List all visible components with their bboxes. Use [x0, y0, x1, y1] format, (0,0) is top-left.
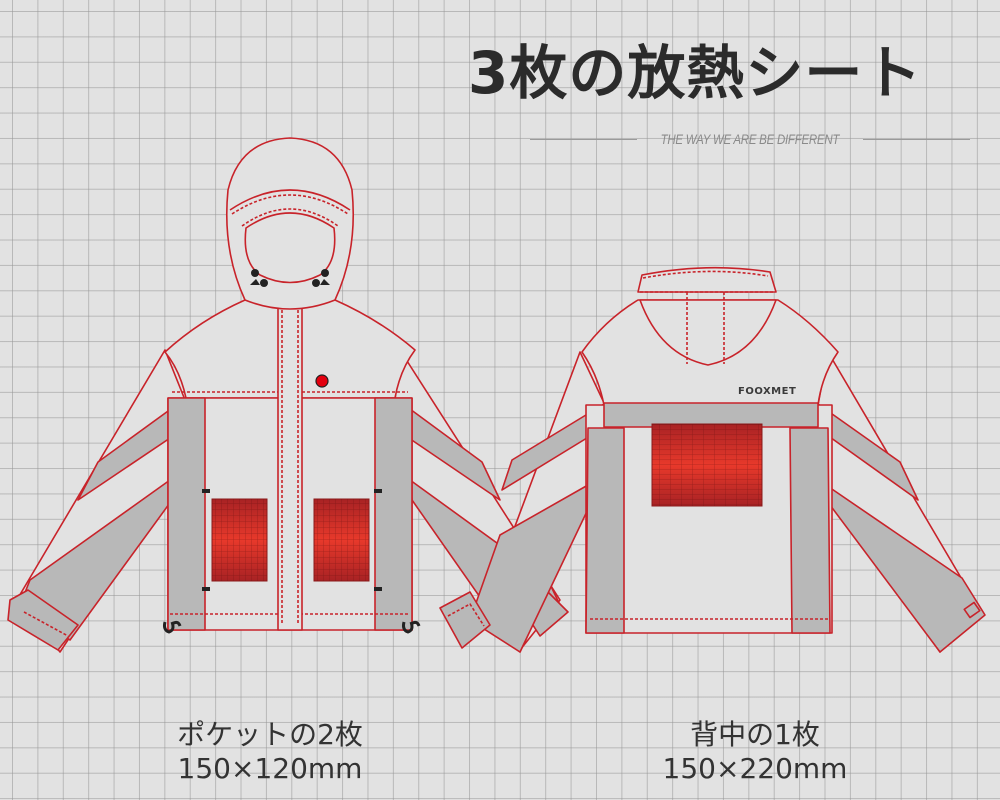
- front-jacket: [7, 137, 569, 653]
- front-caption-size: 150×120mm: [177, 752, 363, 785]
- back-hood: [639, 299, 777, 366]
- hood-toggles: [250, 269, 330, 287]
- subtitle-row: THE WAY WE ARE BE DIFFERENT: [530, 128, 970, 150]
- back-jacket: [439, 266, 986, 653]
- page-title: 3枚の放熱シート: [468, 39, 923, 107]
- subtitle: THE WAY WE ARE BE DIFFERENT: [660, 131, 840, 147]
- front-heat-pad-right: [313, 498, 370, 582]
- brand-label: FOOXMET: [738, 386, 796, 397]
- front-heat-pad-left: [211, 498, 268, 582]
- front-hood-opening: [244, 212, 336, 284]
- divider-left: [530, 138, 638, 140]
- back-caption-title: 背中の1枚: [690, 718, 820, 751]
- divider-right: [862, 138, 970, 140]
- front-caption: ポケットの2枚 150×120mm: [140, 718, 400, 786]
- back-caption-size: 150×220mm: [662, 752, 848, 785]
- front-caption-title: ポケットの2枚: [177, 718, 363, 751]
- back-caption: 背中の1枚 150×220mm: [630, 718, 880, 786]
- back-heat-pad: [651, 423, 763, 507]
- chest-button: [315, 374, 329, 388]
- pocket-markers: [202, 489, 382, 591]
- hem-toggles: [163, 620, 421, 634]
